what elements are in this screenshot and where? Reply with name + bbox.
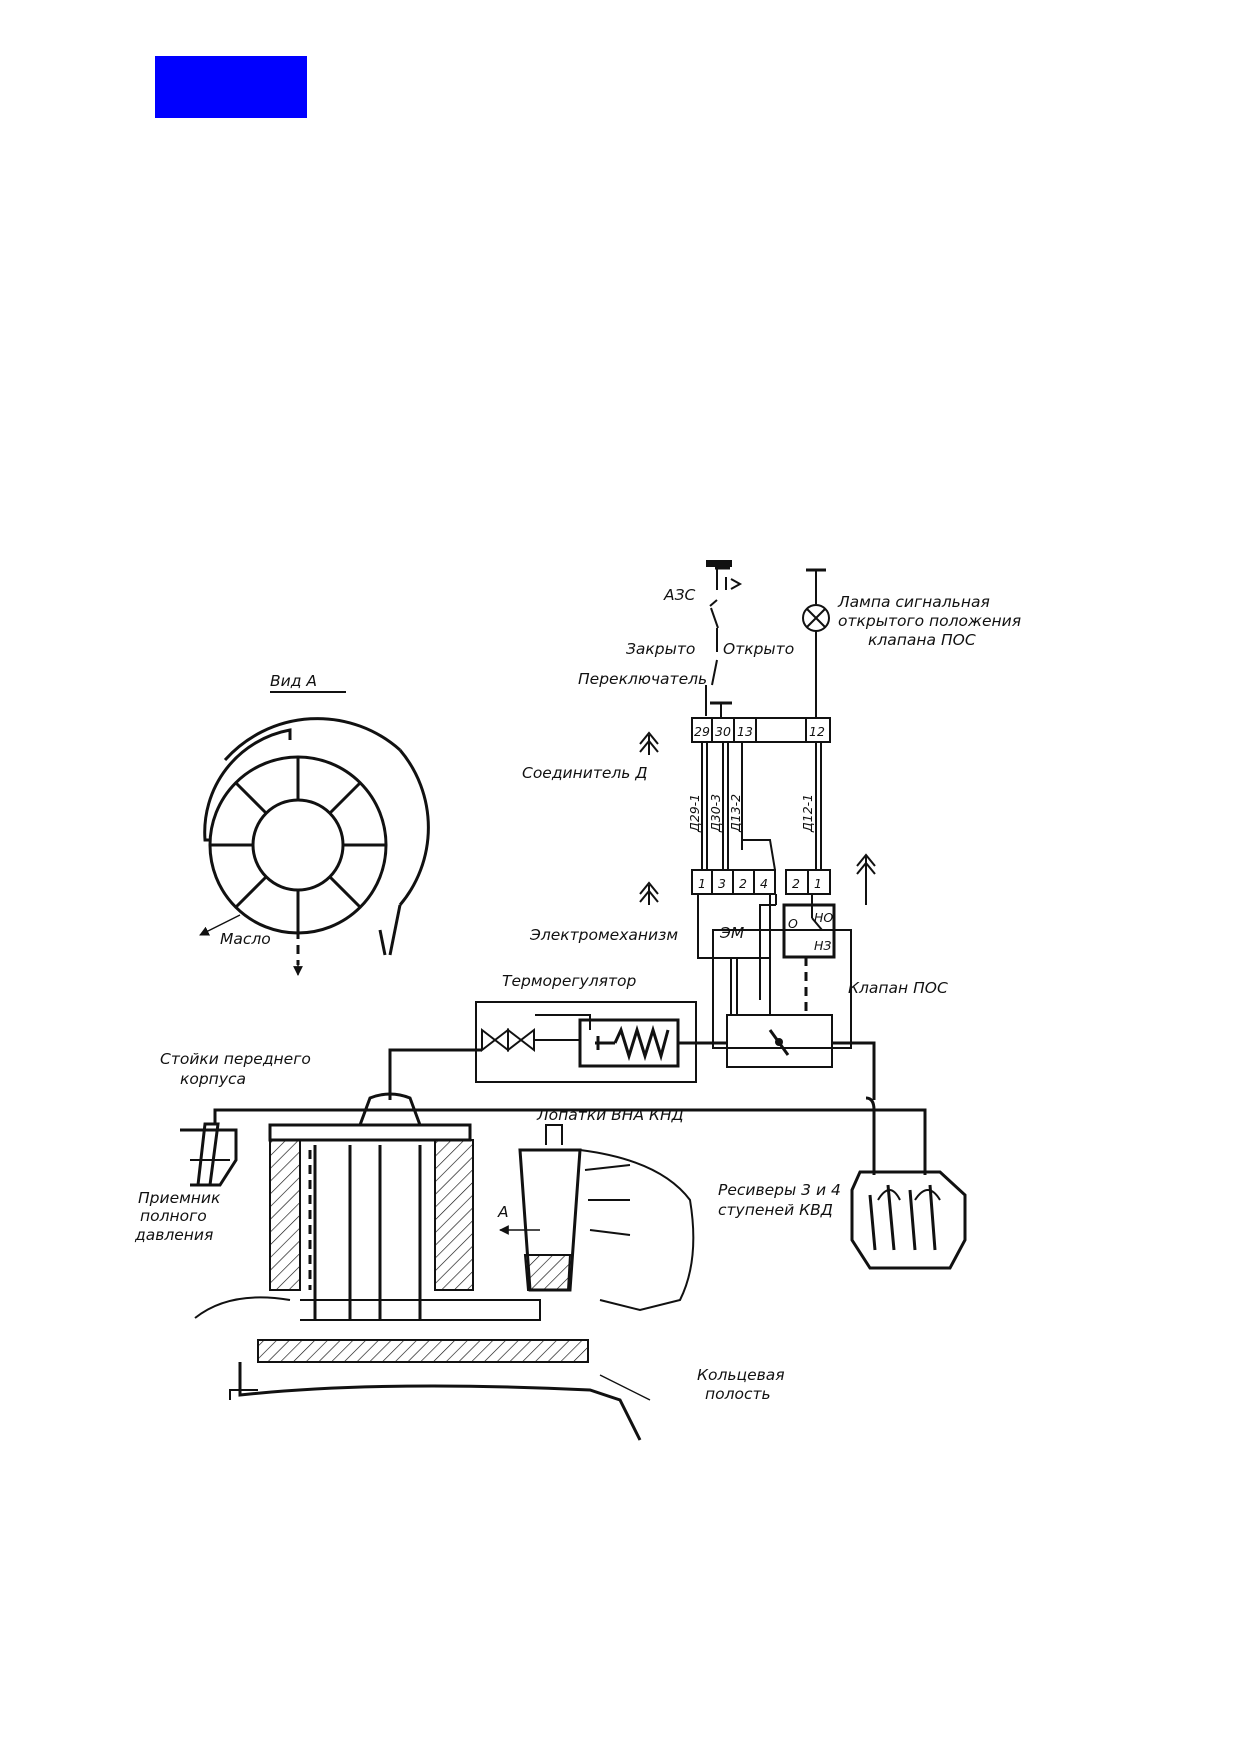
label-annular-2: полость bbox=[705, 1385, 771, 1403]
label-view-a: Вид А bbox=[270, 672, 317, 690]
pin-bot-2: 2 bbox=[739, 876, 747, 891]
pin-top-13: 13 bbox=[737, 724, 753, 739]
label-electromech: Электромеханизм bbox=[529, 926, 678, 944]
label-pitot-2: полного bbox=[140, 1207, 207, 1225]
label-pitot-3: давления bbox=[134, 1226, 213, 1244]
azs-branch bbox=[705, 560, 743, 718]
wire-d30-3: Д30-3 bbox=[708, 794, 723, 833]
label-receivers-1: Ресиверы 3 и 4 bbox=[718, 1181, 841, 1199]
wire-d12-1: Д12-1 bbox=[800, 794, 815, 833]
pin-bot-right-2: 2 bbox=[792, 876, 800, 891]
connector-symbol-icon-2 bbox=[639, 881, 659, 905]
label-vanes: Лопатки ВНА КНД bbox=[536, 1106, 684, 1124]
pin-bot-right-1: 1 bbox=[814, 876, 822, 891]
pin-top-12: 12 bbox=[809, 724, 825, 739]
pin-bot-3: 3 bbox=[718, 876, 726, 891]
pin-bot-1: 1 bbox=[698, 876, 706, 891]
connector-symbol-icon-3 bbox=[856, 853, 876, 905]
power-terminal-icon bbox=[706, 560, 732, 567]
label-struts-1: Стойки переднего bbox=[160, 1050, 311, 1068]
lower-connector bbox=[639, 853, 876, 905]
thermoregulator bbox=[475, 1001, 727, 1083]
switch-nz: НЗ bbox=[814, 938, 831, 953]
label-oil: Масло bbox=[220, 930, 271, 948]
label-lamp-2: открытого положения bbox=[838, 612, 1021, 630]
label-annular-1: Кольцевая bbox=[697, 1366, 785, 1384]
electromechanism-box bbox=[697, 893, 771, 1015]
air-pipes bbox=[213, 1041, 927, 1175]
label-arrow-a: А bbox=[497, 1203, 509, 1221]
label-lamp-1: Лампа сигнальная bbox=[837, 593, 990, 611]
harness-wires bbox=[701, 742, 822, 871]
label-switch: Переключатель bbox=[578, 670, 707, 688]
label-lamp-3: клапана ПОС bbox=[868, 631, 976, 649]
heating-element-icon bbox=[595, 1024, 670, 1062]
valve-pos bbox=[712, 929, 852, 1068]
label-open: Открыто bbox=[723, 640, 794, 658]
label-pitot-1: Приемник bbox=[138, 1189, 221, 1207]
connector-d bbox=[639, 717, 831, 755]
connector-symbol-icon bbox=[639, 731, 659, 755]
label-thermo: Терморегулятор bbox=[502, 972, 636, 990]
pin-bot-4: 4 bbox=[760, 876, 768, 891]
label-azs: АЗС bbox=[663, 586, 696, 604]
switch-o: О bbox=[788, 916, 798, 931]
label-receivers-2: ступеней КВД bbox=[718, 1201, 833, 1219]
wire-d13-2: Д13-2 bbox=[728, 794, 743, 833]
lamp-branch bbox=[802, 568, 830, 718]
double-valve-icon bbox=[481, 1027, 535, 1053]
wire-d29-1: Д29-1 bbox=[687, 794, 702, 833]
blue-marker-block bbox=[155, 56, 307, 118]
switch-no: НО bbox=[814, 910, 833, 925]
label-valve-pos: Клапан ПОС bbox=[848, 979, 948, 997]
label-closed: Закрыто bbox=[626, 640, 695, 658]
label-struts-2: корпуса bbox=[180, 1070, 246, 1088]
label-em-box: ЭМ bbox=[719, 924, 744, 942]
view-a-ring bbox=[199, 691, 430, 976]
pitot-tube bbox=[180, 1122, 238, 1187]
pin-top-29: 29 bbox=[694, 724, 710, 739]
receivers bbox=[850, 1170, 967, 1270]
engine-section bbox=[194, 1092, 695, 1441]
label-connector-d: Соединитель Д bbox=[522, 764, 647, 782]
pin-top-30: 30 bbox=[715, 724, 731, 739]
